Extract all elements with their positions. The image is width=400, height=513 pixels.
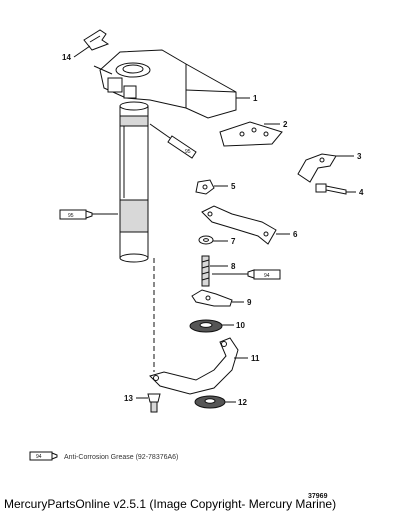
part-7-washer[interactable]	[198, 235, 214, 245]
part-10-seal[interactable]	[189, 319, 223, 333]
part-4-bolt[interactable]	[315, 183, 347, 195]
callout-7: 7	[231, 237, 236, 246]
part-13-bolt[interactable]	[147, 393, 161, 413]
callout-6: 6	[293, 230, 298, 239]
part-11-link-arm[interactable]	[149, 337, 239, 395]
callout-2: 2	[283, 120, 288, 129]
steering-tube[interactable]	[119, 101, 149, 263]
leader-14	[73, 45, 91, 58]
legend-text: Anti-Corrosion Grease (92-78376A6)	[64, 454, 178, 461]
callout-13: 13	[124, 394, 133, 403]
copyright-caption: MercuryPartsOnline v2.5.1 (Image Copyrig…	[4, 497, 337, 511]
legend: 94 Anti-Corrosion Grease (92-78376A6)	[29, 451, 178, 461]
callout-8: 8	[231, 262, 236, 271]
callout-12: 12	[238, 398, 247, 407]
part-9-tab-washer[interactable]	[191, 289, 233, 307]
svg-text:95: 95	[68, 213, 74, 219]
legend-tag: 94	[36, 454, 42, 460]
callout-10: 10	[236, 321, 245, 330]
lube-tube-95-left: 95	[59, 209, 118, 220]
figure-number: 37969	[308, 493, 328, 500]
svg-text:95: 95	[185, 149, 191, 155]
callout-3: 3	[357, 152, 362, 161]
svg-text:94: 94	[264, 273, 270, 279]
callout-4: 4	[359, 188, 364, 197]
part-6-strap[interactable]	[201, 205, 277, 245]
part-2-plate[interactable]	[219, 121, 283, 147]
callout-11: 11	[251, 354, 260, 363]
callout-9: 9	[247, 298, 252, 307]
callout-14: 14	[62, 53, 71, 62]
lube-tube-94: 94	[212, 269, 281, 280]
part-12-seal[interactable]	[194, 395, 226, 409]
part-5-nut[interactable]	[195, 179, 215, 195]
callout-5: 5	[231, 182, 236, 191]
steering-arm-bracket	[93, 49, 237, 119]
part-14-clip[interactable]	[83, 29, 110, 51]
part-8-stud[interactable]	[201, 255, 210, 287]
part-3-clamp[interactable]	[297, 153, 337, 183]
lube-tube-95-upper: 95	[149, 123, 197, 159]
callout-1: 1	[253, 94, 258, 103]
